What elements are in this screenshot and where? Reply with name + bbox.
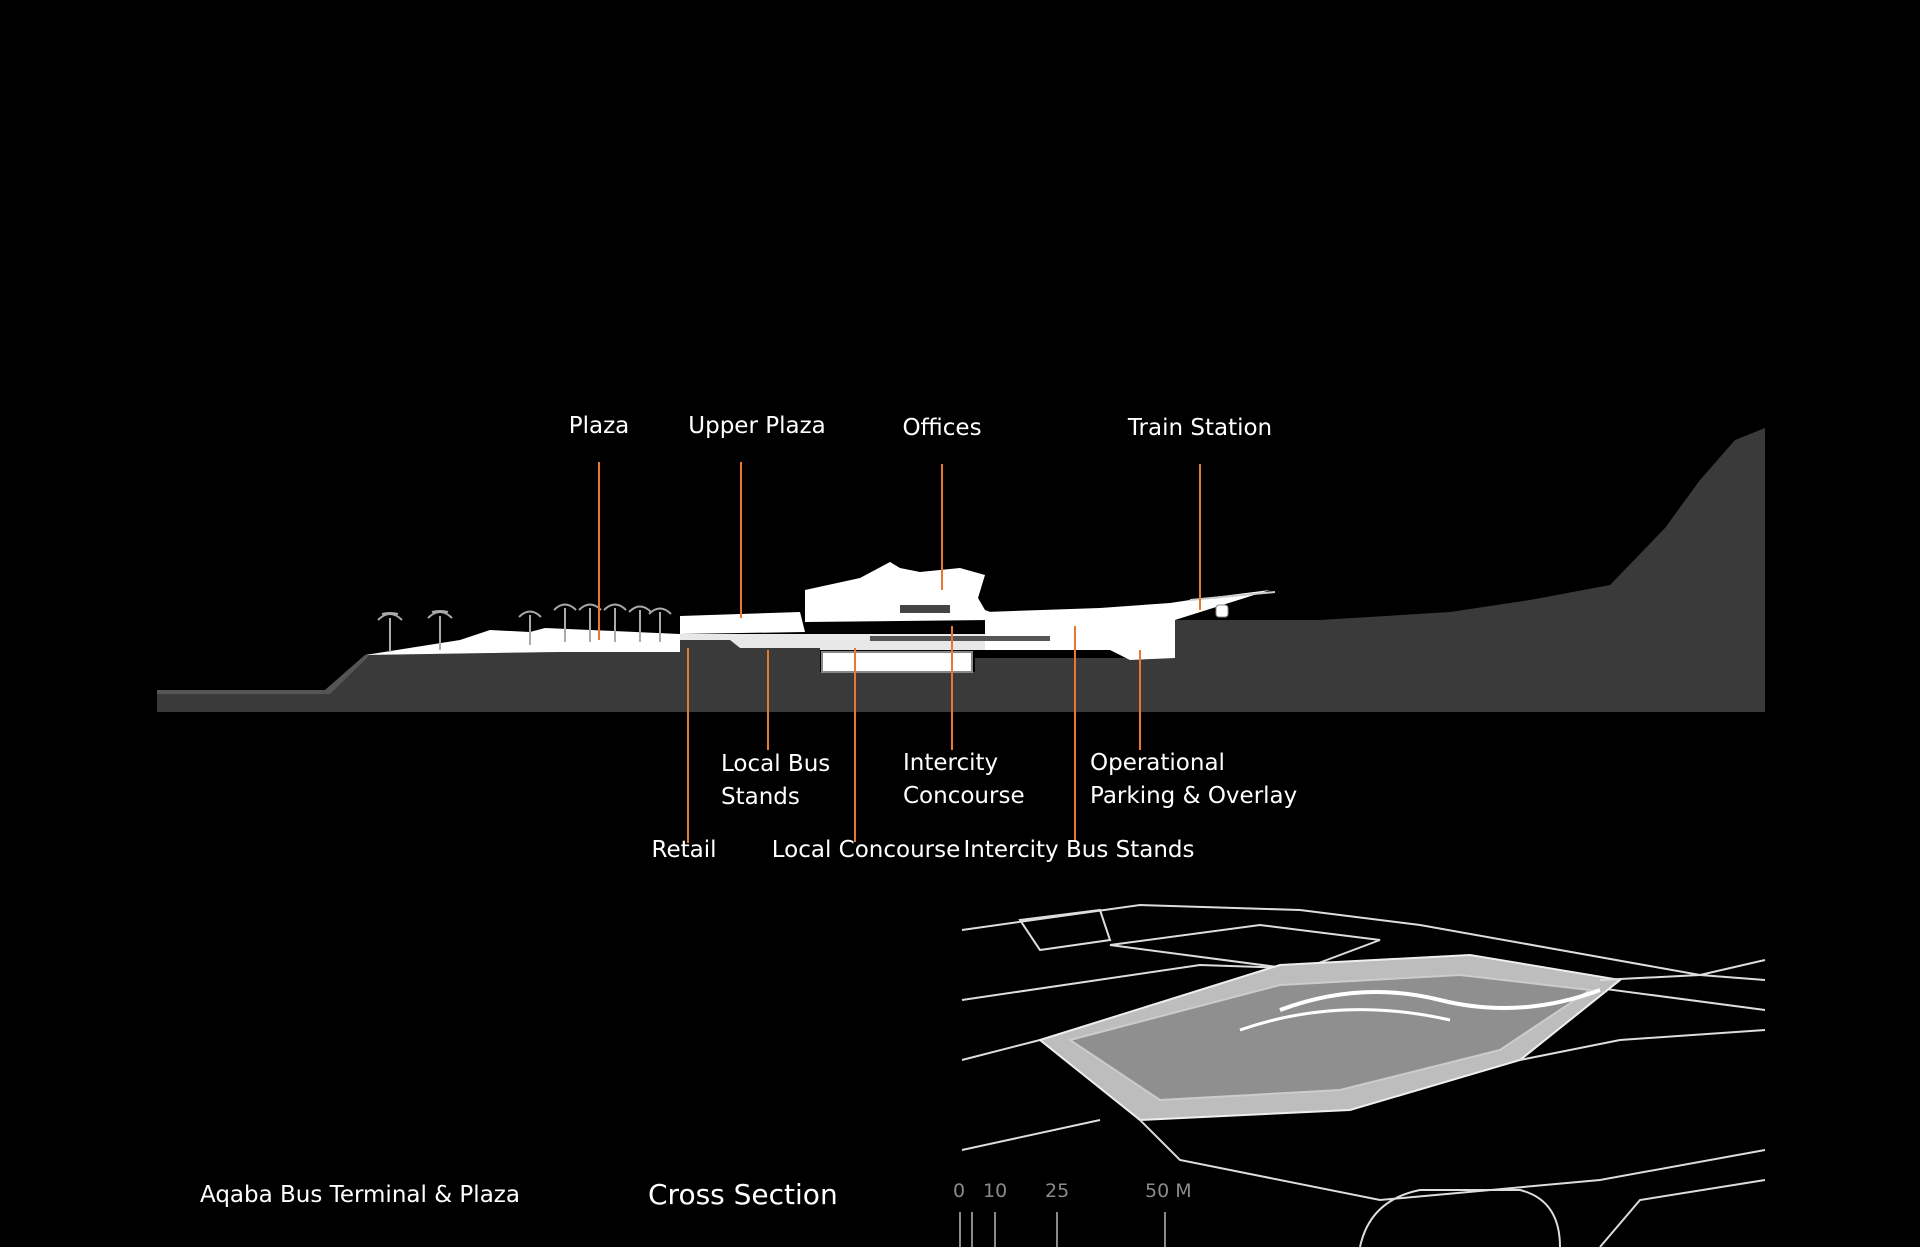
label-offices: Offices — [902, 415, 982, 441]
label-retail: Retail — [651, 837, 717, 863]
scale-bar-ticks — [959, 1212, 1166, 1247]
label-local-bus-stands: Local Bus Stands — [721, 751, 831, 810]
office-floor-dark — [900, 605, 950, 613]
palm-trees — [377, 603, 672, 652]
drawing-title: Cross Section — [648, 1178, 838, 1211]
scale-label-0: 0 — [953, 1180, 966, 1202]
concourse-band — [870, 636, 1050, 641]
label-intercity-bus-stands: Intercity Bus Stands — [963, 837, 1195, 863]
label-upper-plaza: Upper Plaza — [688, 413, 826, 439]
aerial-render — [961, 903, 1766, 1247]
label-train-station: Train Station — [1127, 415, 1273, 441]
concourse-box — [821, 651, 973, 673]
intercity-deck — [985, 590, 1270, 660]
scale-label-10: 10 — [983, 1180, 1008, 1202]
leader-lines — [598, 462, 1201, 843]
scale-label-25: 25 — [1045, 1180, 1070, 1202]
upper-plaza-deck — [680, 612, 805, 634]
plaza-deck — [365, 628, 680, 655]
ground-lower — [157, 655, 370, 694]
project-title: Aqaba Bus Terminal & Plaza — [200, 1182, 520, 1208]
label-plaza: Plaza — [568, 413, 630, 439]
label-intercity-concourse: Intercity Concourse — [903, 750, 1025, 809]
offices-roof — [805, 562, 990, 622]
label-operational-parking: Operational Parking & Overlay — [1090, 750, 1298, 809]
label-local-concourse: Local Concourse — [771, 837, 961, 863]
train-icon — [1215, 604, 1229, 618]
scale-label-50: 50 M — [1145, 1180, 1192, 1202]
ground-mass — [157, 428, 1765, 712]
